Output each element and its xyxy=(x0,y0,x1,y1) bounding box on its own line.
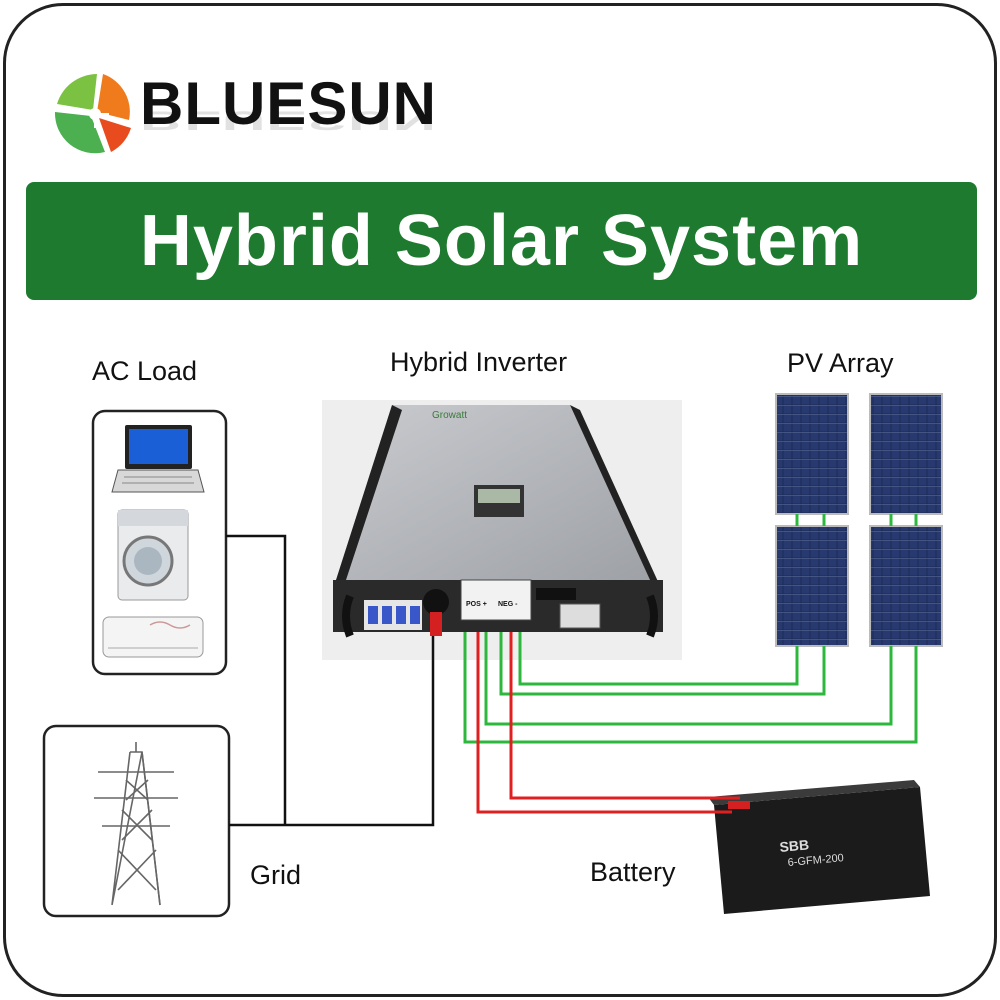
battery-model: 6-GFM-200 xyxy=(787,852,844,869)
pv-wires xyxy=(463,632,918,744)
title-banner: Hybrid Solar System xyxy=(26,182,977,300)
inverter-brand: Growatt xyxy=(432,410,467,421)
inverter-pos-label: POS + xyxy=(466,601,487,608)
laptop-icon xyxy=(111,425,205,493)
pv-panel-bottom-left xyxy=(775,525,849,647)
battery-wires xyxy=(476,632,740,814)
air-conditioner-icon xyxy=(102,616,204,658)
battery xyxy=(708,780,930,914)
battery-logo: SBB xyxy=(779,836,810,855)
pv-panel-bottom-right xyxy=(869,525,943,647)
pv-array-label: PV Array xyxy=(787,348,894,378)
pv-panel-top-right xyxy=(869,393,943,515)
grid-ac-wires xyxy=(226,534,435,827)
ac-load-label: AC Load xyxy=(92,356,198,386)
pv-panel-top-left xyxy=(775,393,849,515)
washing-machine-icon xyxy=(117,509,189,601)
inverter-label: Hybrid Inverter xyxy=(390,347,568,377)
grid-label: Grid xyxy=(250,860,302,890)
inverter-neg-label: NEG - xyxy=(498,601,518,608)
battery-label: Battery xyxy=(590,857,676,887)
page-title: Hybrid Solar System xyxy=(139,201,864,281)
pv-panel-links xyxy=(795,514,918,526)
brand-name: BLUESUN xyxy=(140,70,438,137)
grid-box xyxy=(42,724,231,918)
transmission-tower-icon xyxy=(94,742,178,906)
hybrid-inverter xyxy=(322,400,682,660)
bluesun-logo-icon xyxy=(54,74,131,154)
